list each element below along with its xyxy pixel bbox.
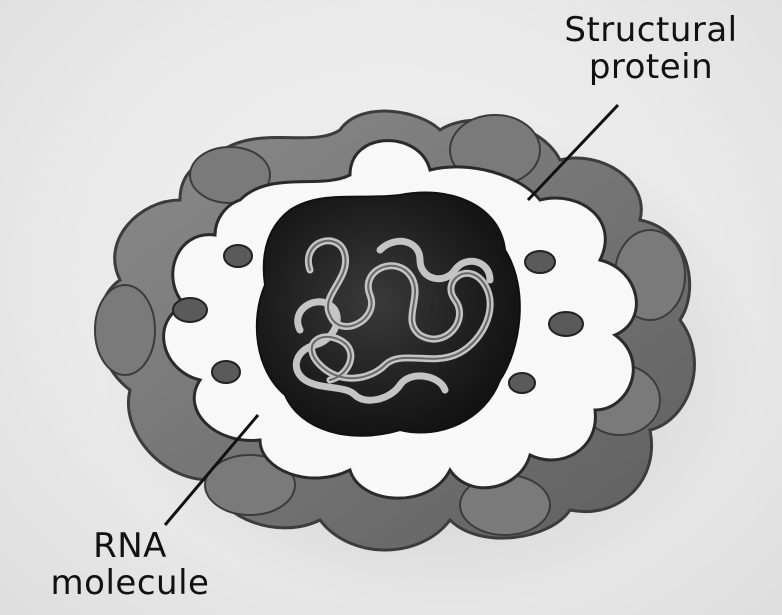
structural-protein-label-line1: Structural bbox=[520, 12, 782, 49]
structural-protein-label: Structural protein bbox=[520, 12, 782, 87]
structural-protein-label-line2: protein bbox=[520, 49, 782, 86]
rna-molecule-label: RNA molecule bbox=[0, 528, 260, 603]
rna-molecule-label-line1: RNA bbox=[0, 528, 260, 565]
rna-molecule-label-line2: molecule bbox=[0, 565, 260, 602]
